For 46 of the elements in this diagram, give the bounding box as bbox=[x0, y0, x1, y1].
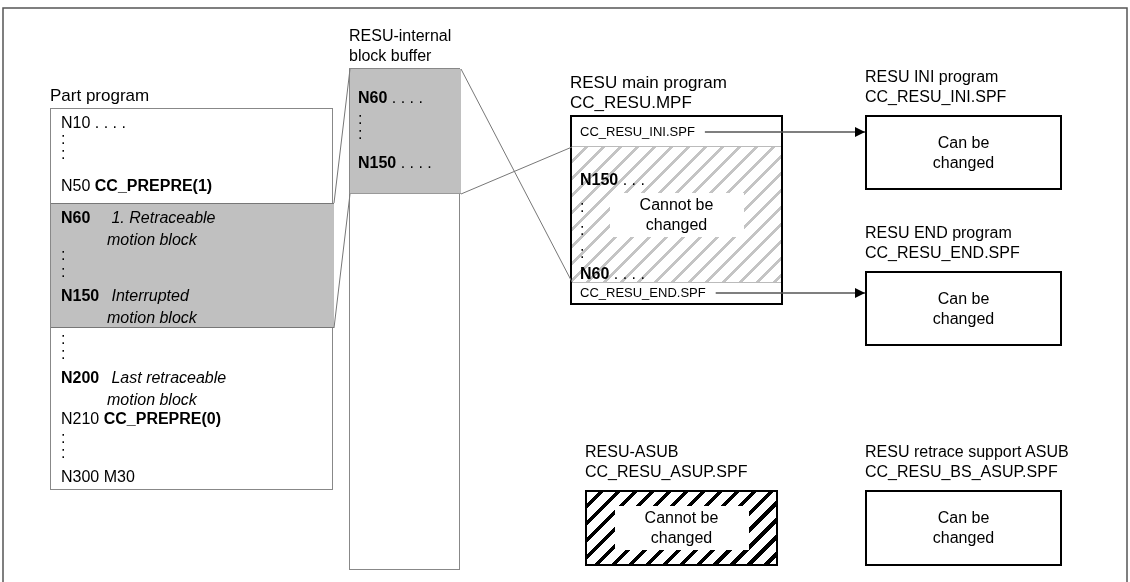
highlighted-section bbox=[51, 203, 334, 328]
code-line: N150 Interrupted motion block bbox=[61, 286, 198, 328]
status-text: Cannot be changed bbox=[609, 192, 744, 237]
code-line: : bbox=[61, 263, 66, 281]
code-line: : bbox=[580, 244, 585, 262]
code-line: N300 M30 bbox=[61, 468, 135, 486]
box-heading: RESU retrace support ASUB CC_RESU_BS_ASUP.SPF bbox=[865, 442, 1070, 482]
box-heading: RESU END program CC_RESU_END.SPF bbox=[865, 223, 1021, 263]
status-text: Can be changed bbox=[931, 508, 996, 548]
code-line: CC_RESU_END.SPF bbox=[580, 285, 706, 301]
box-heading: Part program bbox=[50, 86, 151, 106]
code-line: : bbox=[61, 145, 66, 163]
code-line: : bbox=[61, 345, 66, 363]
code-line: : bbox=[580, 221, 585, 239]
leader-line bbox=[460, 146, 573, 195]
program-section bbox=[572, 282, 781, 303]
code-line: N60 . . . . bbox=[580, 265, 645, 283]
code-line: : bbox=[358, 110, 363, 128]
code-line: N150 . . . bbox=[580, 171, 645, 189]
arrow bbox=[704, 127, 866, 137]
status-text: Cannot be changed bbox=[614, 506, 749, 550]
code-line: : bbox=[61, 429, 66, 447]
code-line: : bbox=[61, 130, 66, 148]
leader-line bbox=[333, 193, 351, 329]
status-text: Can be changed bbox=[931, 288, 996, 329]
arrow bbox=[715, 288, 866, 298]
status-text: Can be changed bbox=[931, 132, 996, 173]
box-heading: RESU INI program CC_RESU_INI.SPF bbox=[865, 67, 1008, 107]
code-line: N50 CC_PREPRE(1) bbox=[61, 177, 213, 195]
leader-line bbox=[333, 68, 351, 204]
code-line: : bbox=[358, 125, 363, 143]
leader-line bbox=[460, 68, 573, 283]
hatched-section bbox=[572, 147, 781, 282]
code-line: N60 . . . . bbox=[358, 89, 423, 107]
code-line: N210 CC_PREPRE(0) bbox=[61, 410, 222, 428]
buffer-section bbox=[350, 69, 461, 194]
code-line: : bbox=[580, 198, 585, 216]
code-line: : bbox=[61, 330, 66, 348]
code-line: CC_RESU_INI.SPF bbox=[580, 124, 695, 140]
code-line: N150 . . . . bbox=[358, 154, 432, 172]
code-line: : bbox=[61, 444, 66, 462]
code-line: N200 Last retraceable motion block bbox=[61, 368, 228, 410]
box-heading: RESU main program CC_RESU.MPF bbox=[570, 73, 728, 113]
box-heading: RESU-ASUB CC_RESU_ASUP.SPF bbox=[585, 442, 749, 482]
box-heading: RESU-internal block buffer bbox=[349, 26, 453, 66]
code-line: N10 . . . . bbox=[61, 114, 126, 132]
